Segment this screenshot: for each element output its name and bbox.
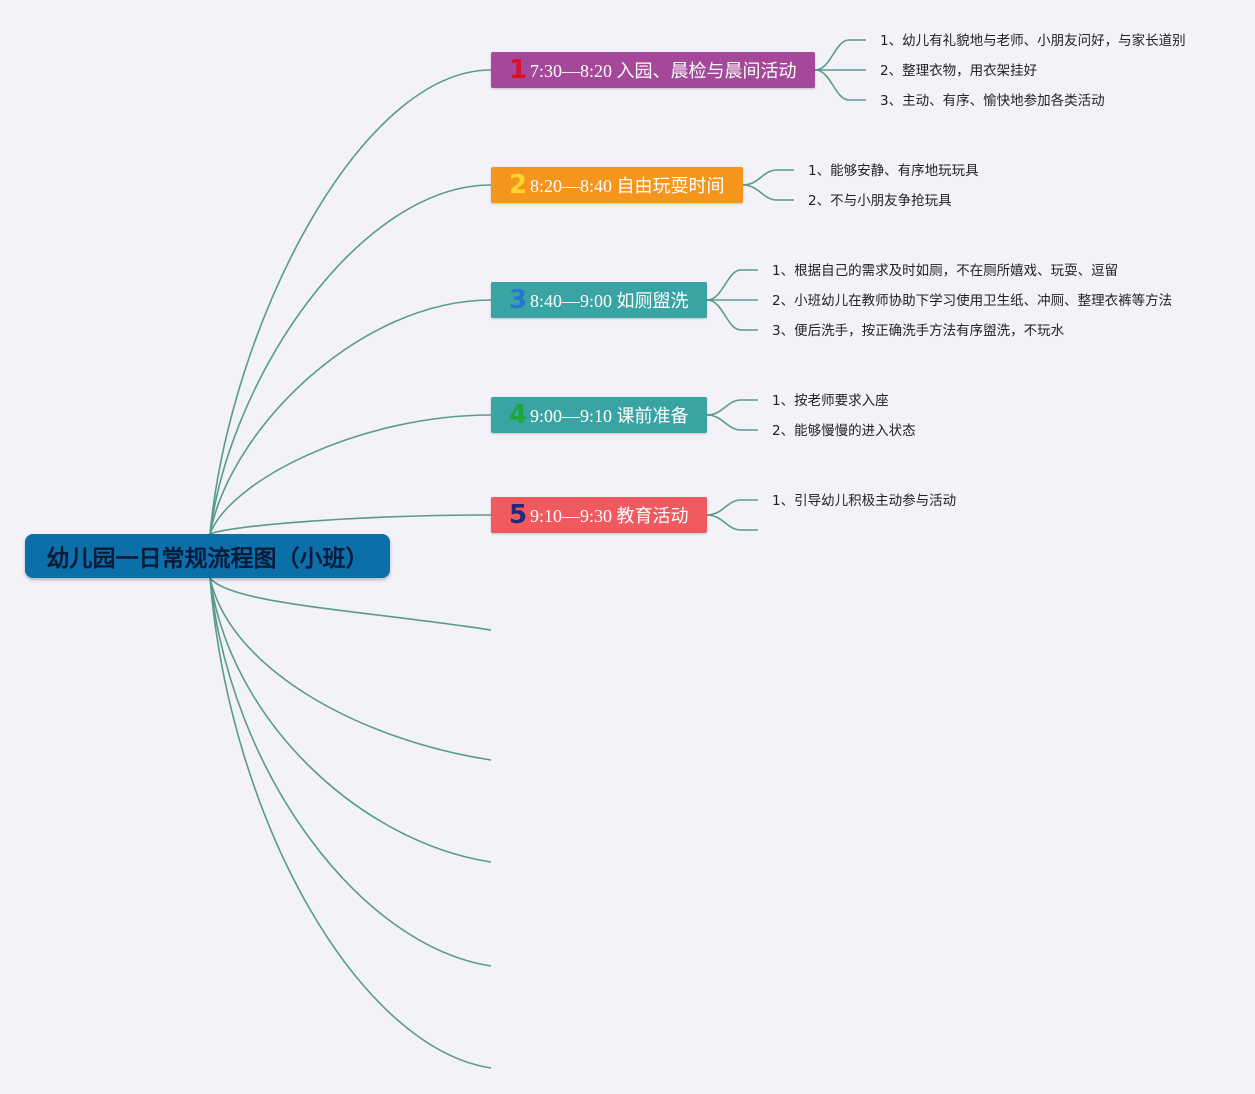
step-number-2: 2 (509, 170, 528, 200)
detail-item: 2、整理衣物，用衣架挂好 (880, 63, 1038, 79)
empty-branch-line (209, 577, 492, 631)
empty-branch-line (209, 577, 492, 1069)
branch-line (209, 299, 492, 535)
branch-line (209, 69, 492, 535)
step-label-2: 8:20—8:40 自由玩耍时间 (530, 176, 725, 196)
detail-item: 3、便后洗手，按正确洗手方法有序盥洗，不玩水 (772, 323, 1065, 339)
detail-connector (742, 169, 794, 186)
branch-line (209, 184, 492, 535)
branch-line (209, 514, 492, 535)
step-label-1: 7:30—8:20 入园、晨检与晨间活动 (530, 61, 797, 81)
empty-branch-line (209, 577, 492, 761)
detail-item: 1、根据自己的需求及时如厕，不在厕所嬉戏、玩耍、逗留 (772, 263, 1119, 279)
step-label-4: 9:00—9:10 课前准备 (530, 406, 689, 426)
step-node-1[interactable]: 1 7:30—8:20 入园、晨检与晨间活动 (491, 52, 815, 88)
detail-connector (742, 184, 794, 201)
detail-item: 1、幼儿有礼貌地与老师、小朋友问好，与家长道别 (880, 33, 1186, 49)
detail-connector (706, 414, 758, 431)
empty-branch-line (209, 577, 492, 863)
detail-item: 2、小班幼儿在教师协助下学习使用卫生纸、冲厕、整理衣裤等方法 (772, 293, 1173, 309)
root-title: 幼儿园一日常规流程图（小班） (46, 546, 369, 572)
detail-connector (814, 39, 866, 71)
step-label-5: 9:10—9:30 教育活动 (530, 506, 689, 526)
detail-item: 1、按老师要求入座 (772, 393, 889, 409)
detail-item: 1、引导幼儿积极主动参与活动 (772, 493, 957, 509)
branch-line (209, 414, 492, 535)
step-node-2[interactable]: 2 8:20—8:40 自由玩耍时间 (491, 167, 743, 203)
detail-connector (814, 69, 866, 101)
step-number-4: 4 (509, 400, 528, 430)
detail-item: 1、能够安静、有序地玩玩具 (808, 163, 979, 179)
step-number-1: 1 (509, 55, 528, 85)
detail-connector (706, 269, 758, 301)
step-node-3[interactable]: 3 8:40—9:00 如厕盥洗 (491, 282, 707, 318)
detail-item: 3、主动、有序、愉快地参加各类活动 (880, 93, 1105, 109)
detail-connector (706, 399, 758, 416)
detail-connector (706, 499, 758, 516)
step-number-5: 5 (509, 500, 528, 530)
detail-item: 2、不与小朋友争抢玩具 (808, 193, 952, 209)
step-node-4[interactable]: 4 9:00—9:10 课前准备 (491, 397, 707, 433)
step-label-3: 8:40—9:00 如厕盥洗 (530, 291, 689, 311)
empty-branch-line (209, 577, 492, 967)
root-node[interactable]: 幼儿园一日常规流程图（小班） (25, 534, 390, 578)
step-node-5[interactable]: 5 9:10—9:30 教育活动 (491, 497, 707, 533)
step-number-3: 3 (509, 285, 528, 315)
detail-connector (706, 299, 758, 331)
detail-connector (706, 514, 758, 531)
detail-item: 2、能够慢慢的进入状态 (772, 423, 916, 439)
